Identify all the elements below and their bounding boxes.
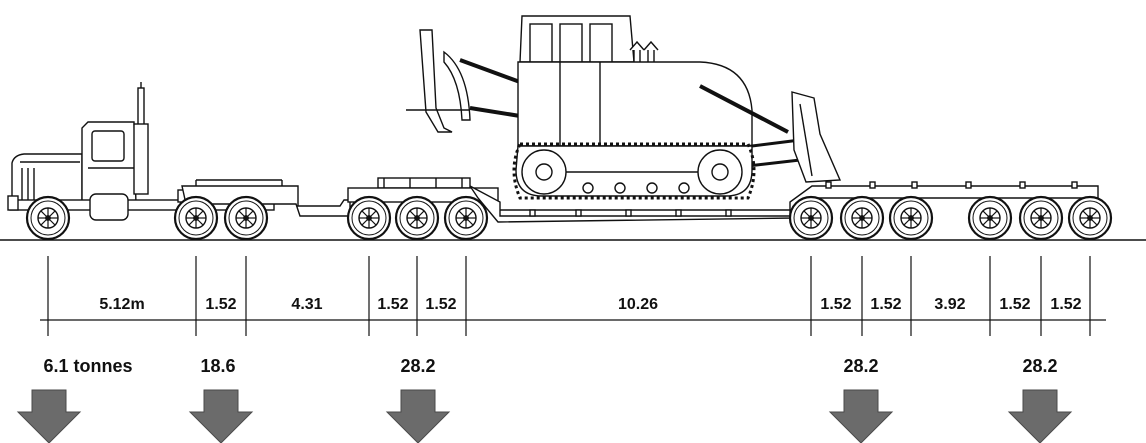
spacing-label: 1.52 — [820, 296, 851, 313]
wheel — [967, 195, 1013, 241]
spacing-label: 1.52 — [1050, 296, 1081, 313]
bulldozer — [406, 15, 842, 200]
wheel — [1018, 195, 1064, 241]
down-arrow-icon — [188, 389, 254, 443]
spacing-labels: 5.12m 1.52 4.31 1.52 1.52 10.26 1.52 1.5… — [99, 296, 1081, 313]
low-loader-deck — [469, 181, 1099, 223]
wheel-group — [25, 195, 1113, 241]
wheel — [839, 195, 885, 241]
load-labels: 6.1 tonnes 18.6 28.2 28.2 28.2 — [43, 356, 1057, 376]
spacing-label: 1.52 — [377, 296, 408, 313]
prime-mover-truck — [7, 82, 275, 221]
spacing-label: 4.31 — [291, 296, 322, 313]
spacing-label: 1.52 — [425, 296, 456, 313]
down-arrow-icon — [385, 389, 451, 443]
wheel — [443, 195, 489, 241]
wheel — [788, 195, 834, 241]
load-label: 6.1 tonnes — [43, 356, 132, 376]
load-arrows — [16, 389, 1073, 443]
wheel — [173, 195, 219, 241]
wheel — [25, 195, 71, 241]
load-label: 18.6 — [200, 356, 235, 376]
spacing-label: 3.92 — [934, 296, 965, 313]
spacing-label: 1.52 — [999, 296, 1030, 313]
wheel — [1067, 195, 1113, 241]
load-label: 28.2 — [1022, 356, 1057, 376]
spacing-label: 1.52 — [870, 296, 901, 313]
wheel — [223, 195, 269, 241]
load-label: 28.2 — [843, 356, 878, 376]
dimension-lines — [40, 256, 1106, 336]
load-label: 28.2 — [400, 356, 435, 376]
wheel — [888, 195, 934, 241]
spacing-label: 10.26 — [618, 296, 658, 313]
spacing-label: 1.52 — [205, 296, 236, 313]
down-arrow-icon — [1007, 389, 1073, 443]
spacing-label: 5.12m — [99, 296, 144, 313]
wheel — [394, 195, 440, 241]
wheel — [346, 195, 392, 241]
down-arrow-icon — [16, 389, 82, 443]
down-arrow-icon — [828, 389, 894, 443]
